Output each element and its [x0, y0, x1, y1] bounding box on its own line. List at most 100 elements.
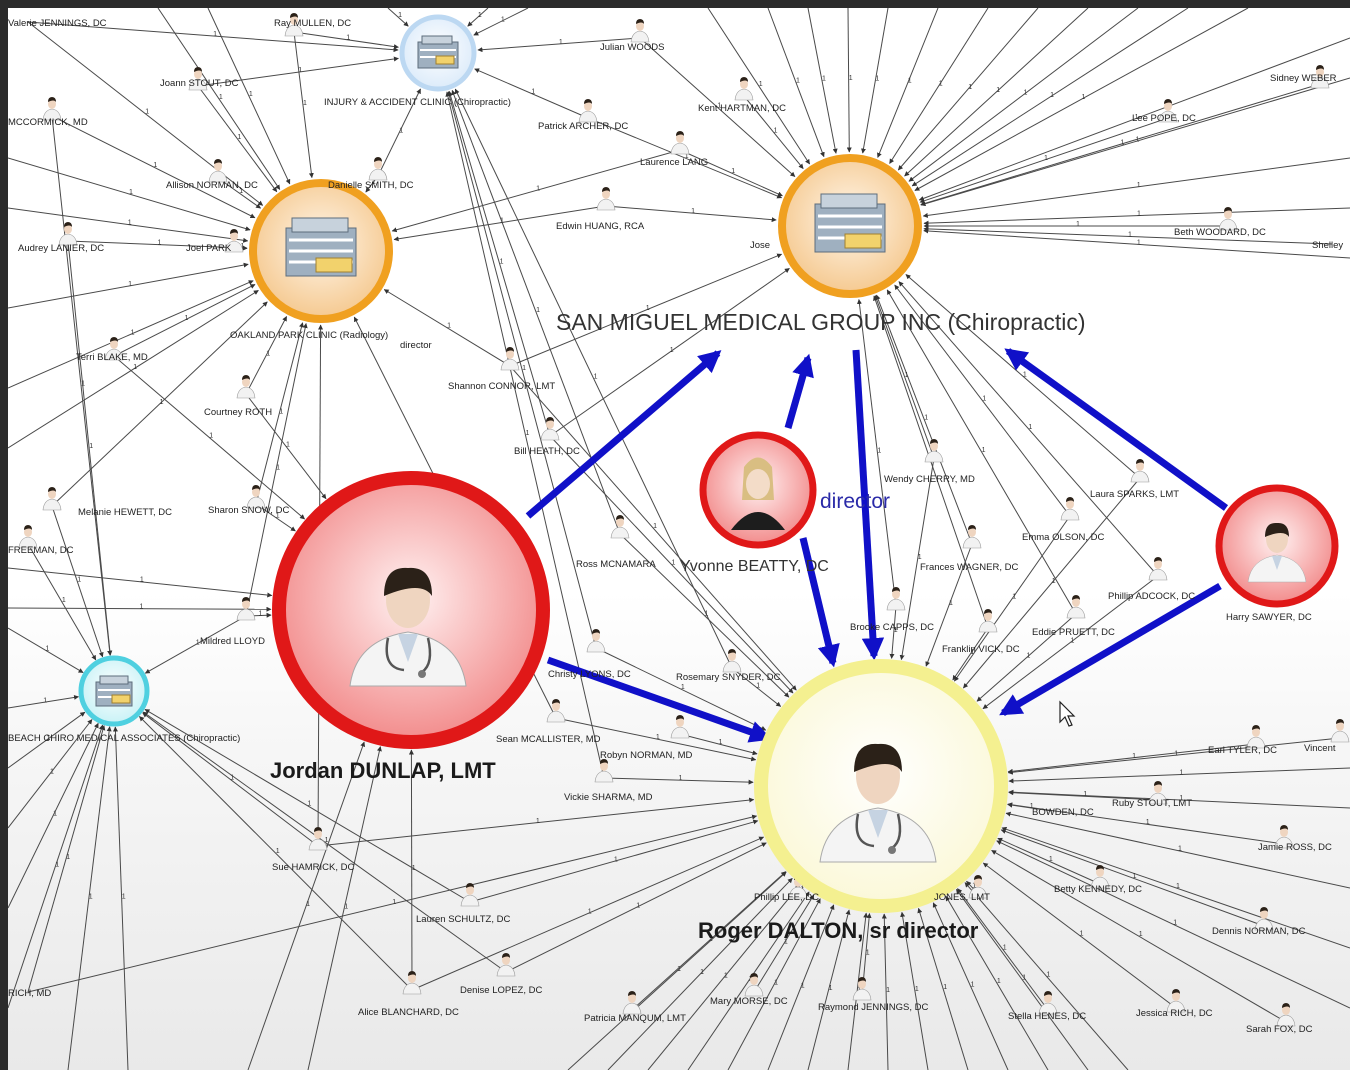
link-count-label: 1 — [53, 811, 57, 818]
person-icon[interactable] — [670, 715, 690, 739]
person-icon[interactable] — [1148, 557, 1168, 581]
link-line — [991, 849, 1287, 1023]
link-count-label: 1 — [500, 259, 504, 266]
person-icon[interactable] — [670, 131, 690, 155]
person-icon[interactable] — [886, 587, 906, 611]
person-name-label: Edwin HUANG, RCA — [556, 221, 645, 232]
san-miguel-label: SAN MIGUEL MEDICAL GROUP INC (Chiropract… — [556, 309, 1086, 335]
link-count-label: 1 — [259, 611, 263, 618]
person-icon[interactable] — [1060, 497, 1080, 521]
link-count-label: 1 — [392, 899, 396, 906]
person-icon[interactable] — [1148, 781, 1168, 805]
link-yvonne-sanmiguel — [784, 353, 814, 429]
injury-clinic-node[interactable] — [399, 14, 477, 92]
link-line — [982, 575, 1159, 710]
person-name-label: Shannon CONNOR, LMT — [448, 381, 555, 392]
link-count-label: 1 — [1178, 846, 1182, 853]
link-count-label: 1 — [447, 323, 451, 330]
link-line — [255, 322, 304, 505]
beach-chiro-node[interactable] — [78, 655, 150, 727]
link-line — [509, 253, 783, 367]
person-icon[interactable] — [1276, 1003, 1296, 1027]
link-count-label: 1 — [908, 78, 912, 85]
jordan-dunlap-node[interactable] — [272, 471, 550, 749]
person-name-label: Ray MULLEN, DC — [274, 18, 351, 29]
person-icon[interactable] — [460, 883, 480, 907]
link-line — [255, 503, 296, 532]
person-icon[interactable] — [1254, 907, 1274, 931]
link-count-label: 1 — [681, 684, 685, 691]
person-icon[interactable] — [968, 875, 988, 899]
person-icon[interactable] — [610, 515, 630, 539]
person-icon[interactable] — [1090, 865, 1110, 889]
person-icon[interactable] — [58, 222, 78, 246]
link-count-label: 1 — [1137, 182, 1141, 189]
person-icon[interactable] — [236, 597, 256, 621]
link-count-label: 1 — [996, 87, 1000, 94]
person-name-label: Danielle SMITH, DC — [328, 180, 414, 191]
person-name-label: Christy LYONS, DC — [548, 669, 631, 680]
person-icon[interactable] — [1330, 719, 1350, 743]
person-icon[interactable] — [224, 229, 244, 253]
link-count-label: 1 — [62, 597, 66, 604]
person-icon[interactable] — [368, 157, 388, 181]
yvonne-beatty-node[interactable] — [699, 431, 817, 549]
person-name-label: Shelley — [1312, 240, 1343, 251]
person-icon[interactable] — [1158, 99, 1178, 123]
roger-dalton-node[interactable] — [754, 659, 1008, 913]
link-count-label: 1 — [276, 465, 280, 472]
link-line — [454, 88, 733, 669]
person-icon[interactable] — [540, 417, 560, 441]
person-icon[interactable] — [622, 991, 642, 1015]
person-icon[interactable] — [1066, 595, 1086, 619]
person-icon[interactable] — [744, 973, 764, 997]
person-icon[interactable] — [722, 649, 742, 673]
person-icon[interactable] — [496, 953, 516, 977]
person-icon[interactable] — [500, 347, 520, 371]
person-icon[interactable] — [284, 13, 304, 37]
person-name-label: Sarah FOX, DC — [1246, 1024, 1313, 1035]
person-icon[interactable] — [104, 337, 124, 361]
person-icon[interactable] — [1310, 65, 1330, 89]
person-icon[interactable] — [236, 375, 256, 399]
link-count-label: 1 — [679, 775, 683, 782]
person-icon[interactable] — [924, 439, 944, 463]
person-icon[interactable] — [596, 187, 616, 211]
person-icon[interactable] — [1130, 459, 1150, 483]
person-icon[interactable] — [42, 97, 62, 121]
person-icon[interactable] — [546, 699, 566, 723]
person-icon[interactable] — [852, 977, 872, 1001]
person-icon[interactable] — [1246, 725, 1266, 749]
person-icon[interactable] — [1166, 989, 1186, 1013]
link-line — [922, 157, 1350, 218]
person-name-label: Patricia MANQUM, LMT — [584, 1013, 686, 1024]
person-icon[interactable] — [308, 827, 328, 851]
person-icon[interactable] — [1038, 991, 1058, 1015]
person-icon[interactable] — [586, 629, 606, 653]
person-icon[interactable] — [734, 77, 754, 101]
link-line — [911, 8, 1189, 187]
person-icon[interactable] — [188, 67, 208, 91]
person-icon[interactable] — [18, 525, 38, 549]
person-icon[interactable] — [42, 487, 62, 511]
person-icon[interactable] — [246, 485, 266, 509]
link-yvonne-roger — [799, 537, 840, 668]
person-icon[interactable] — [630, 19, 650, 43]
person-icon[interactable] — [208, 159, 228, 183]
person-icon[interactable] — [402, 971, 422, 995]
person-icon[interactable] — [978, 609, 998, 633]
link-line — [753, 894, 815, 993]
harry-sawyer-node[interactable] — [1215, 484, 1339, 608]
person-icon[interactable] — [1218, 207, 1238, 231]
link-count-label: 1 — [213, 31, 217, 38]
san-miguel-node[interactable]: Jose — [750, 154, 922, 298]
oakland-clinic-node[interactable] — [249, 179, 393, 323]
person-icon[interactable] — [1274, 825, 1294, 849]
link-count-label: 1 — [774, 979, 778, 986]
person-icon[interactable] — [962, 525, 982, 549]
person-icon[interactable] — [594, 759, 614, 783]
person-icon[interactable] — [578, 99, 598, 123]
